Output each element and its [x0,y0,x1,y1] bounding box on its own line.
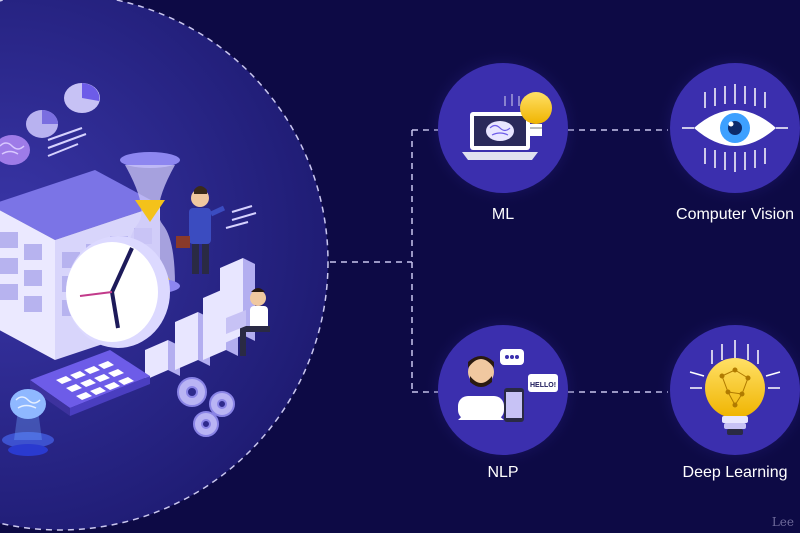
gears-icon [177,377,235,437]
node-deep-learning [655,310,800,470]
node-computer-vision [655,48,800,208]
person-laptop-icon [226,288,270,356]
node-nlp-circle [438,325,568,455]
node-label-computer-vision: Computer Vision [676,206,794,223]
node-nlp: HELLO! [423,310,583,470]
brain-hologram-icon [2,389,54,456]
clock-icon [66,236,170,348]
person-chat-phone-icon: HELLO! [458,349,558,422]
hello-bubble-text: HELLO! [530,382,556,389]
hello-bubble [528,374,558,392]
hero-illustration [0,0,329,531]
businessman-icon [176,186,257,274]
calculator-icon [30,350,150,416]
hero-circle-dashed-border [0,0,329,531]
node-label-ml: ML [491,206,515,223]
circuit-bulb-icon [689,340,781,435]
laptop-brain-bulb-icon [462,92,552,160]
brain-icon [0,135,30,165]
node-label-deep-learning: Deep Learning [682,464,788,481]
watermark-text: Lee [771,515,794,529]
node-ml [423,48,583,208]
node-label-nlp: NLP [487,464,519,481]
pie-chart-icon [26,83,100,157]
circuit-eye-icon [682,84,788,172]
